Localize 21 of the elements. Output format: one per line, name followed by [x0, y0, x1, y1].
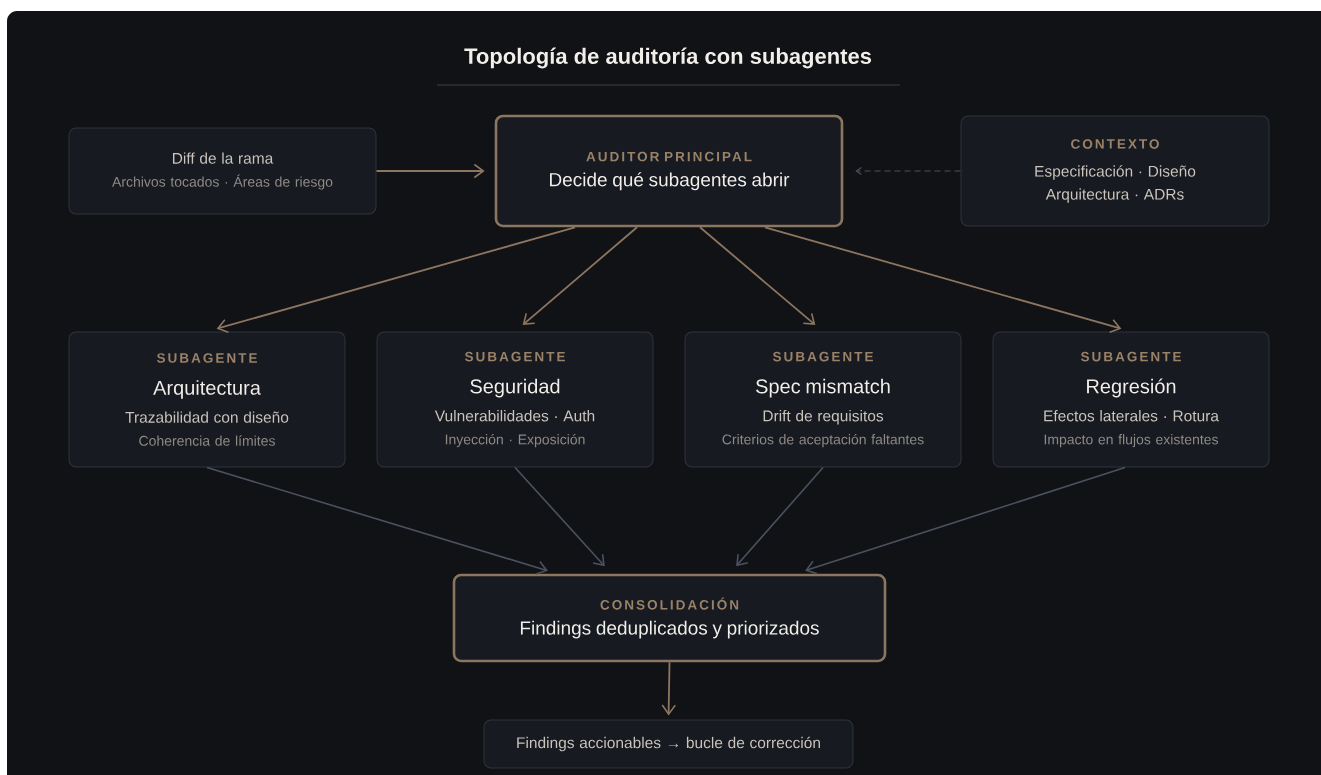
arrow — [375, 163, 485, 179]
process-box: Diff de la rama Archivos tocados · Áreas de riesgo — [68, 127, 377, 215]
process-box: SUBAGENTE Arquitectura Trazabilidad con diseño Coherencia de límites — [68, 331, 346, 468]
process-box: AUDITOR PRINCIPAL Decide qué subagentes abrir — [494, 114, 844, 228]
arrow — [736, 466, 824, 567]
arrow — [216, 226, 576, 333]
arrow — [855, 166, 962, 176]
process-box: SUBAGENTE Regresión Efectos laterales · Rotura Impacto en flujos existentes — [992, 331, 1270, 468]
process-box: CONSOLIDACIÓN Findings deduplicados y priorizados — [452, 573, 887, 663]
arrow — [206, 466, 548, 575]
arrow — [514, 466, 605, 567]
arrow — [699, 226, 816, 326]
arrow — [522, 226, 638, 325]
arrow — [805, 466, 1126, 575]
arrow — [661, 661, 677, 716]
arrow — [764, 226, 1122, 333]
process-box: Findings accionables → bucle de corrección — [483, 719, 854, 769]
title: Topología de auditoría con subagentes — [464, 47, 872, 69]
process-box: SUBAGENTE Seguridad Vulnerabilidades · Auth Inyección · Exposición — [376, 331, 654, 468]
process-box: SUBAGENTE Spec mismatch Drift de requisitos Criterios de aceptación faltantes — [684, 331, 962, 468]
process-box: CONTEXTO Especificación · Diseño Arquitectura · ADRs — [960, 115, 1270, 227]
